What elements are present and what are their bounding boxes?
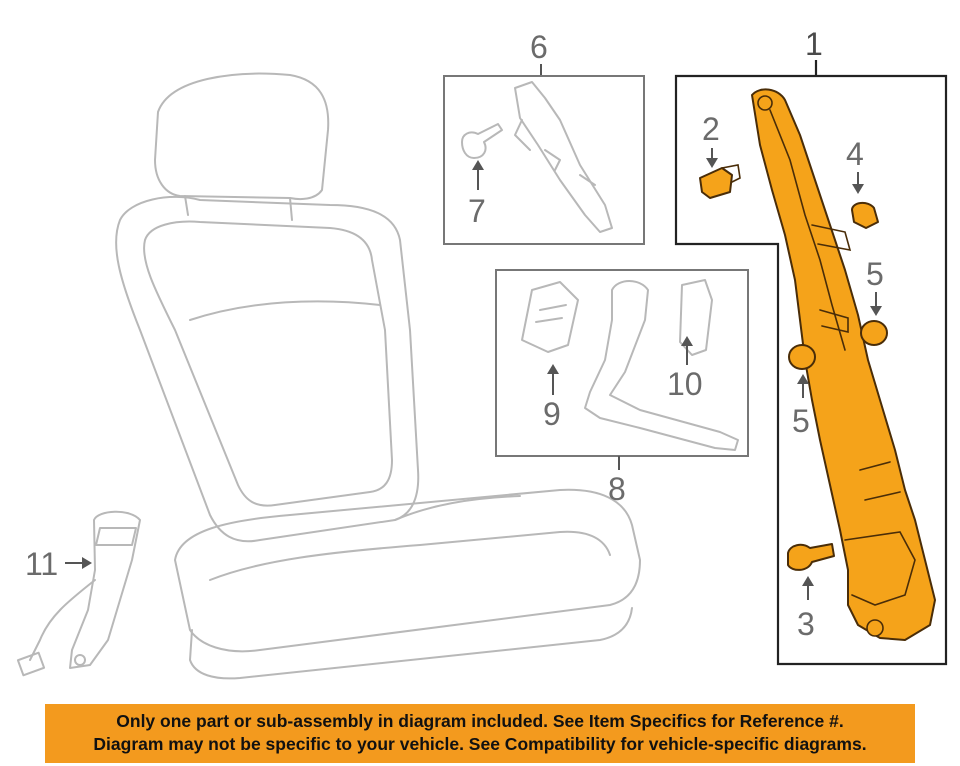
callout-8-box [495,269,749,457]
bracket-part [514,81,613,233]
callout-8-group: 8 9 10 [495,269,749,507]
notice-line-2: Diagram may not be specific to your vehi… [93,734,867,754]
callout-1-group: 1 2 4 5 5 [674,26,948,666]
buckle-stalk-part [584,280,739,451]
cap-part-4 [851,202,879,229]
seat-outline [115,72,641,680]
callout-2-label: 2 [702,111,720,147]
callout-10-label: 10 [667,366,703,402]
callout-9-label: 9 [543,396,561,432]
parts-diagram: 6 7 8 9 10 1 [16,26,948,680]
seat-belt-assembly [751,88,936,641]
cap-part-5a [860,320,888,346]
bolt-part-2 [699,167,733,199]
bolt-part-3 [787,543,835,571]
callout-6-label: 6 [530,29,548,65]
callout-11-group: 11 [16,510,141,677]
callout-7-label: 7 [468,193,486,229]
callout-5a-label: 5 [866,256,884,292]
bracket-part-10 [679,279,713,356]
callout-5b-label: 5 [792,403,810,439]
callout-6-group: 6 7 [443,29,645,245]
buckle-part-11 [69,510,141,669]
cap-part-5b [788,344,816,370]
callout-3-label: 3 [797,606,815,642]
callout-6-box [443,75,645,245]
callout-4-label: 4 [846,136,864,172]
bolt-part-7 [461,123,503,159]
callout-1-label: 1 [805,26,823,62]
callout-1-box [674,74,948,666]
callout-8-label: 8 [608,471,626,507]
notice-banner: Only one part or sub-assembly in diagram… [45,704,915,763]
notice-line-1: Only one part or sub-assembly in diagram… [116,711,844,731]
callout-11-label: 11 [25,546,58,582]
cover-part-9 [521,281,579,353]
